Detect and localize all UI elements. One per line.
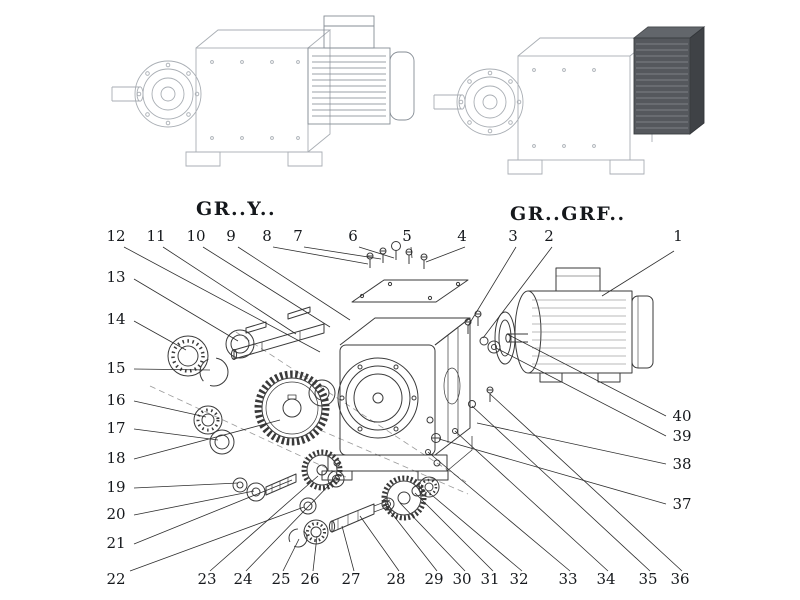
callout-23: 23 [197, 570, 217, 588]
motor-assembly [464, 267, 654, 408]
callout-4: 4 [457, 227, 467, 245]
gearmotor-gr-grf-drawing [433, 26, 706, 175]
callout-24: 24 [233, 570, 253, 588]
callout-39: 39 [672, 427, 692, 445]
intermediate-shaft-assembly [232, 449, 345, 515]
callout-35: 35 [638, 570, 658, 588]
callout-8: 8 [262, 227, 272, 245]
variant-label-gr-y: GR..Y.. [196, 198, 277, 220]
callout-1: 1 [673, 227, 683, 245]
callout-38: 38 [672, 455, 692, 473]
leader-lines-top [123, 246, 675, 353]
callout-7: 7 [293, 227, 303, 245]
callout-28: 28 [386, 570, 406, 588]
leader-lines-right [438, 333, 667, 505]
main-gear [254, 370, 336, 446]
callout-19: 19 [106, 478, 126, 496]
callout-27: 27 [341, 570, 361, 588]
callout-31: 31 [480, 570, 500, 588]
second-shaft-assembly [288, 475, 440, 548]
callout-32: 32 [509, 570, 529, 588]
motor [307, 15, 415, 125]
callout-36: 36 [670, 570, 690, 588]
cover-bolts [366, 241, 428, 270]
callout-40: 40 [672, 407, 692, 425]
gearbox-housing [321, 317, 473, 481]
callout-21: 21 [106, 534, 126, 552]
callout-10: 10 [186, 227, 206, 245]
callout-26: 26 [300, 570, 320, 588]
leader-lines-left [129, 278, 305, 572]
leader-lines-bottom [209, 393, 683, 572]
callout-22: 22 [106, 570, 126, 588]
callout-5: 5 [402, 227, 412, 245]
top-cover [351, 279, 469, 303]
exploded-assembly [149, 241, 654, 548]
variant-label-gr-grf: GR..GRF.. [510, 203, 626, 225]
leader-lines [123, 246, 683, 572]
callout-20: 20 [106, 505, 126, 523]
callout-34: 34 [596, 570, 616, 588]
output-bearing-set [167, 329, 255, 455]
gear-housing [185, 29, 332, 167]
callout-12: 12 [106, 227, 126, 245]
callout-30: 30 [452, 570, 472, 588]
callout-37: 37 [672, 495, 692, 513]
callout-17: 17 [106, 419, 126, 437]
callout-14: 14 [106, 310, 126, 328]
callout-29: 29 [424, 570, 444, 588]
gearmotor-gr-y-drawing [111, 15, 415, 167]
output-shaft [433, 94, 466, 110]
callout-33: 33 [558, 570, 578, 588]
callout-18: 18 [106, 449, 126, 467]
gear-housing [507, 37, 654, 175]
callout-11: 11 [146, 227, 166, 245]
callout-9: 9 [226, 227, 236, 245]
callout-16: 16 [106, 391, 126, 409]
front-bearing-housing [134, 60, 202, 128]
callout-2: 2 [544, 227, 554, 245]
callout-13: 13 [106, 268, 126, 286]
callout-6: 6 [348, 227, 358, 245]
assembly-axis-lines [149, 331, 469, 495]
callout-25: 25 [271, 570, 291, 588]
front-bearing-housing [456, 68, 524, 136]
finned-cover-block [632, 26, 706, 135]
callout-15: 15 [106, 359, 126, 377]
output-shaft [111, 86, 144, 102]
callout-3: 3 [508, 227, 518, 245]
